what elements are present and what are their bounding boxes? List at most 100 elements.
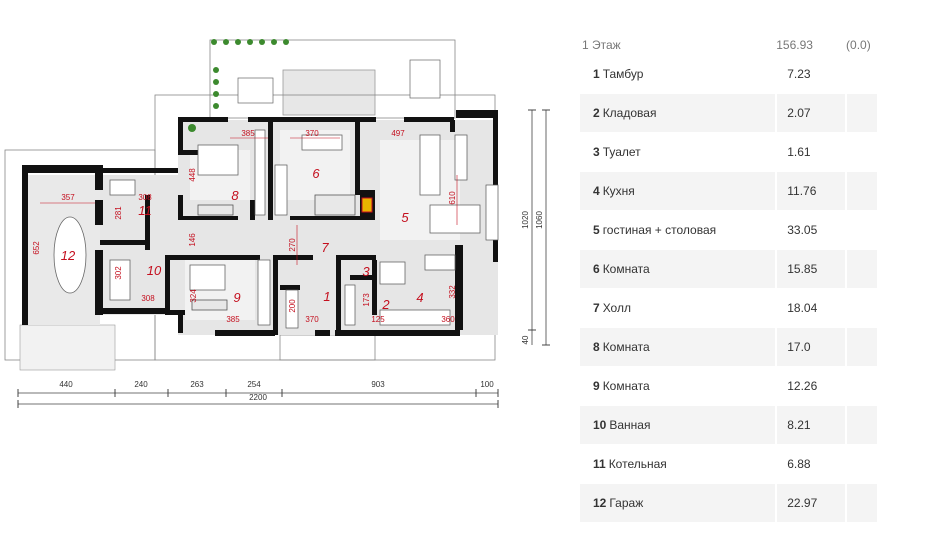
outer-dimensions-bottom: 440 240 263 254 903 100 2200: [17, 380, 499, 408]
floor-label: 1 Этаж: [582, 38, 621, 52]
room-area: 18.04: [775, 288, 847, 328]
room-label-12: 12: [61, 248, 76, 263]
dim-281: 281: [114, 206, 123, 220]
room-number: 6: [593, 262, 600, 276]
outdoor-dining-table: [409, 59, 441, 99]
dim-173: 173: [362, 293, 371, 307]
dim-270: 270: [288, 238, 297, 252]
room-label-5: 5: [401, 210, 409, 225]
pool: [282, 69, 376, 116]
dim-497: 497: [391, 129, 405, 138]
room-label-2: 2: [381, 297, 390, 312]
room-area: 11.76: [775, 171, 847, 211]
room-number: 7: [593, 301, 600, 315]
furniture: [53, 59, 481, 326]
floor-summary-row: 1 Этаж 156.93 (0.0): [580, 35, 877, 55]
outer-dim-263: 263: [190, 380, 204, 389]
outer-dim-240: 240: [134, 380, 148, 389]
dim-360: 360: [441, 315, 455, 324]
outer-dimensions-right: 1020 1060 40: [521, 109, 550, 346]
room-number: 3: [593, 145, 600, 159]
room-area: 7.23: [775, 55, 847, 94]
dim-370-bottom: 370: [305, 315, 319, 324]
room-label-7: 7: [321, 240, 329, 255]
dim-308-top: 308: [138, 193, 152, 202]
room-name: Котельная: [608, 457, 667, 471]
dim-125: 125: [371, 315, 385, 324]
room-label-10: 10: [147, 263, 162, 278]
room-number: 8: [593, 340, 600, 354]
room-number: 2: [593, 106, 600, 120]
plants: [188, 39, 289, 132]
room-name: Гараж: [609, 496, 644, 510]
driveway: [19, 324, 116, 371]
room-area: 22.97: [775, 483, 847, 523]
dim-302: 302: [114, 266, 123, 280]
room-label-3: 3: [362, 264, 370, 279]
outer-dim-100: 100: [480, 380, 494, 389]
room-name: Комната: [602, 340, 650, 354]
room-number: 10: [593, 418, 607, 432]
entrance-porch: [279, 334, 376, 361]
room-name: Ванная: [609, 418, 651, 432]
dim-652: 652: [32, 241, 41, 255]
room-label-8: 8: [231, 188, 239, 203]
outer-dim-1020: 1020: [521, 211, 530, 229]
outer-dim-1060: 1060: [535, 211, 544, 229]
dim-308-bottom: 308: [141, 294, 155, 303]
room-area: 8.21: [775, 405, 847, 445]
room-name: Кухня: [602, 184, 635, 198]
room-label-11: 11: [138, 203, 152, 218]
room-label-4: 4: [416, 290, 423, 305]
room-area: 17.0: [775, 327, 847, 367]
room-number: 1: [593, 67, 600, 81]
floor-extra-area: (0.0): [846, 38, 871, 52]
outer-dim-440: 440: [59, 380, 73, 389]
dim-385-bottom: 385: [226, 315, 240, 324]
room-name: Холл: [602, 301, 631, 315]
dim-610: 610: [448, 191, 457, 205]
dim-357: 357: [61, 193, 75, 202]
dim-448: 448: [188, 168, 197, 182]
room-name: Кладовая: [602, 106, 657, 120]
room-name: Комната: [602, 379, 650, 393]
room-area: 2.07: [775, 93, 847, 133]
car-icon: [53, 216, 87, 294]
room-labels: 1 2 3 4 5 6 7 8 9 10 11 12: [61, 166, 424, 312]
room-name: Туалет: [602, 145, 641, 159]
room-label-6: 6: [312, 166, 320, 181]
room-name: Тамбур: [602, 67, 644, 81]
room-label-9: 9: [233, 290, 240, 305]
room-number: 11: [593, 457, 606, 471]
room-label-1: 1: [323, 289, 330, 304]
room-area: 12.26: [775, 366, 847, 406]
room-area: 15.85: [775, 249, 847, 289]
room-area: 6.88: [775, 444, 847, 484]
dim-332: 332: [448, 285, 457, 299]
room-name: гостиная + столовая: [602, 223, 717, 237]
dim-146: 146: [188, 233, 197, 247]
room-area: 33.05: [775, 210, 847, 250]
room-number: 5: [593, 223, 600, 237]
dim-370-top: 370: [305, 129, 319, 138]
fireplace-icon: [361, 197, 373, 213]
outer-dim-903: 903: [371, 380, 385, 389]
room-name: Комната: [602, 262, 650, 276]
dim-200: 200: [288, 299, 297, 313]
outer-dim-total: 2200: [249, 393, 267, 402]
room-number: 9: [593, 379, 600, 393]
floor-total-area: 156.93: [776, 38, 813, 52]
terrace-table: [237, 77, 274, 104]
room-number: 12: [593, 496, 607, 510]
room-area: 1.61: [775, 132, 847, 172]
